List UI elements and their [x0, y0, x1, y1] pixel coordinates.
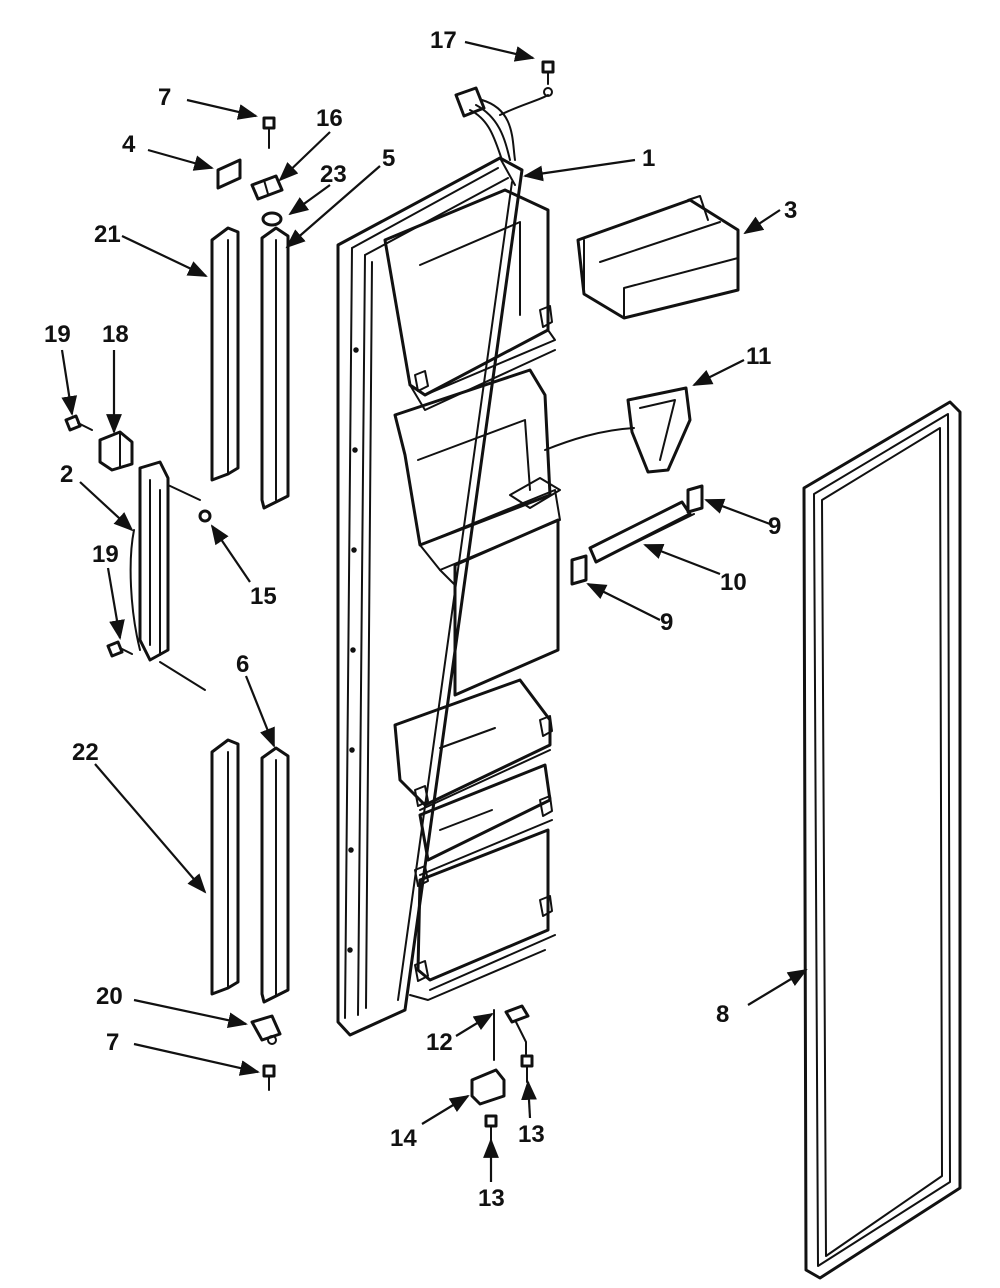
callout-13-lower: 13	[478, 1185, 505, 1212]
callout-11: 11	[746, 343, 771, 370]
callout-7-bottom: 7	[106, 1029, 119, 1056]
callout-2: 2	[60, 461, 73, 488]
callout-18: 18	[102, 321, 129, 348]
callout-23: 23	[320, 161, 347, 188]
callout-1: 1	[642, 145, 655, 172]
callout-15: 15	[250, 583, 277, 610]
gasket-8	[802, 400, 962, 1280]
callout-20: 20	[96, 983, 123, 1010]
callout-9-top: 9	[768, 513, 781, 540]
callout-21: 21	[94, 221, 121, 248]
callout-10: 10	[720, 569, 747, 596]
callout-labels: 17 7 16 4 23 5 1 3 21 19 18 11 2 9 10 15…	[44, 27, 797, 1212]
callout-8: 8	[716, 1001, 729, 1028]
rail-10	[588, 500, 695, 564]
callout-16: 16	[316, 105, 343, 132]
callout-3: 3	[784, 197, 797, 224]
callout-7-top: 7	[158, 84, 171, 111]
bracket-16	[250, 174, 284, 201]
block-14	[470, 1068, 506, 1106]
callout-4: 4	[122, 131, 136, 158]
handle-2	[129, 460, 170, 662]
callout-6: 6	[236, 651, 249, 678]
screw-13-lower	[484, 1114, 498, 1141]
bin-3	[576, 195, 740, 320]
screw-19-upper	[64, 414, 93, 432]
screw-15	[167, 484, 212, 523]
trim-21	[210, 226, 240, 482]
clip-9-top	[686, 484, 704, 514]
screw-17	[541, 60, 555, 85]
bracket-20	[250, 1014, 282, 1045]
screw-19-lower	[106, 640, 206, 691]
nut-and-screw-13-upper	[504, 1004, 534, 1083]
callout-19-lower: 19	[92, 541, 119, 568]
spacer-4	[216, 158, 242, 190]
callout-22: 22	[72, 739, 99, 766]
screw-7-bottom	[262, 1064, 276, 1091]
callout-9-bottom: 9	[660, 609, 673, 636]
screw-7-top	[262, 116, 276, 149]
leader-lines	[60, 40, 808, 1182]
channel-5	[260, 226, 290, 510]
chute-11	[544, 386, 692, 474]
clip-9-bottom	[570, 554, 588, 586]
callout-13-upper: 13	[518, 1121, 545, 1148]
door-liner	[336, 156, 561, 1037]
channel-6	[260, 746, 290, 1004]
bushing-23	[261, 211, 283, 227]
trim-22	[210, 738, 240, 996]
callout-19-upper: 19	[44, 321, 71, 348]
callout-17: 17	[430, 27, 457, 54]
callout-14: 14	[390, 1125, 417, 1152]
mount-18	[98, 430, 134, 472]
callout-5: 5	[382, 145, 395, 172]
callout-12: 12	[426, 1029, 453, 1056]
wire-harness	[454, 86, 553, 161]
